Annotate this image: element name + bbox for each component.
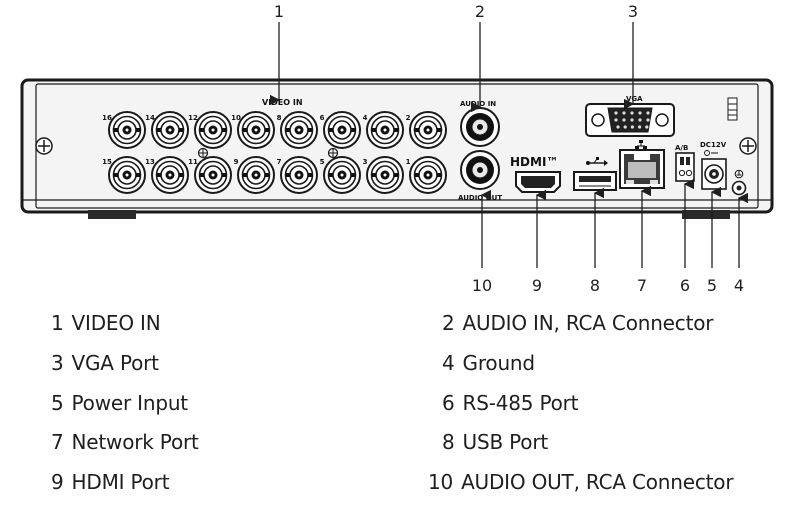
bnc-connector — [366, 156, 404, 194]
audio-in-label: AUDIO IN — [460, 100, 496, 108]
bnc-connector — [280, 111, 318, 149]
bnc-connector — [108, 156, 146, 194]
dc12v-label: DC12V — [700, 141, 727, 149]
callout-number: 3 — [628, 2, 638, 21]
callout-number: 10 — [472, 276, 492, 295]
bnc-channel-label: 10 — [231, 114, 241, 122]
bnc-channel-label: 1 — [406, 158, 411, 166]
bnc-connector — [409, 156, 447, 194]
bnc-channel-label: 15 — [102, 158, 112, 166]
bnc-channel-label: 3 — [363, 158, 368, 166]
audio-out-label: AUDIO OUT — [458, 194, 502, 202]
callout-number: 2 — [475, 2, 485, 21]
bnc-connector — [366, 111, 404, 149]
bnc-channel-label: 6 — [320, 114, 325, 122]
bnc-connector — [237, 156, 275, 194]
hdmi-logo: HDMI™ — [510, 155, 558, 169]
power-input-jack — [701, 158, 727, 190]
power-polarity-icon — [704, 150, 718, 156]
ab-label: A/B — [675, 144, 688, 152]
bnc-channel-label: 9 — [234, 158, 239, 166]
audio-out-rca-connector — [460, 150, 500, 190]
bnc-channel-label: 7 — [277, 158, 282, 166]
audio-in-rca-connector — [460, 107, 500, 147]
bnc-channel-label: 14 — [145, 114, 155, 122]
bnc-channel-label: 13 — [145, 158, 155, 166]
screw-icon — [35, 137, 53, 155]
screw-icon — [739, 137, 757, 155]
bnc-connector — [323, 111, 361, 149]
bnc-channel-label: 11 — [188, 158, 198, 166]
bnc-connector — [151, 111, 189, 149]
bnc-connector — [409, 111, 447, 149]
video-in-label: VIDEO IN — [262, 98, 303, 107]
screw-mark-icon — [197, 147, 209, 159]
network-icon — [635, 140, 647, 149]
bnc-connector — [194, 111, 232, 149]
callout-number: 7 — [637, 276, 647, 295]
usb-port — [573, 171, 617, 191]
callout-number: 4 — [734, 276, 744, 295]
bnc-connector — [323, 156, 361, 194]
callout-number: 8 — [590, 276, 600, 295]
screw-mark-icon — [327, 147, 339, 159]
bnc-connector — [108, 111, 146, 149]
usb-icon — [586, 157, 608, 166]
hdmi-port — [515, 171, 561, 193]
callout-number: 1 — [274, 2, 284, 21]
bnc-connector — [194, 156, 232, 194]
bnc-channel-label: 12 — [188, 114, 198, 122]
rs485-port — [675, 152, 695, 182]
vga-label: VGA — [626, 95, 643, 103]
bnc-connector — [151, 156, 189, 194]
video-in-bnc-connectors: 16 14 12 10 8 6 4 2 15 13 11 9 7 5 3 1 — [102, 111, 447, 194]
foot-left — [88, 210, 136, 219]
vga-port — [585, 103, 675, 137]
callout-number: 5 — [707, 276, 717, 295]
bnc-channel-label: 16 — [102, 114, 112, 122]
ground-terminal-icon — [731, 169, 747, 196]
foot-right — [682, 210, 730, 219]
bnc-channel-label: 4 — [363, 114, 368, 122]
bnc-channel-label: 8 — [277, 114, 282, 122]
bnc-connector — [237, 111, 275, 149]
bnc-channel-label: 5 — [320, 158, 325, 166]
network-port — [619, 149, 665, 189]
callout-number: 9 — [532, 276, 542, 295]
bnc-channel-label: 2 — [406, 114, 411, 122]
bnc-connector — [280, 156, 318, 194]
callout-number: 6 — [680, 276, 690, 295]
vent-slots — [727, 97, 738, 121]
